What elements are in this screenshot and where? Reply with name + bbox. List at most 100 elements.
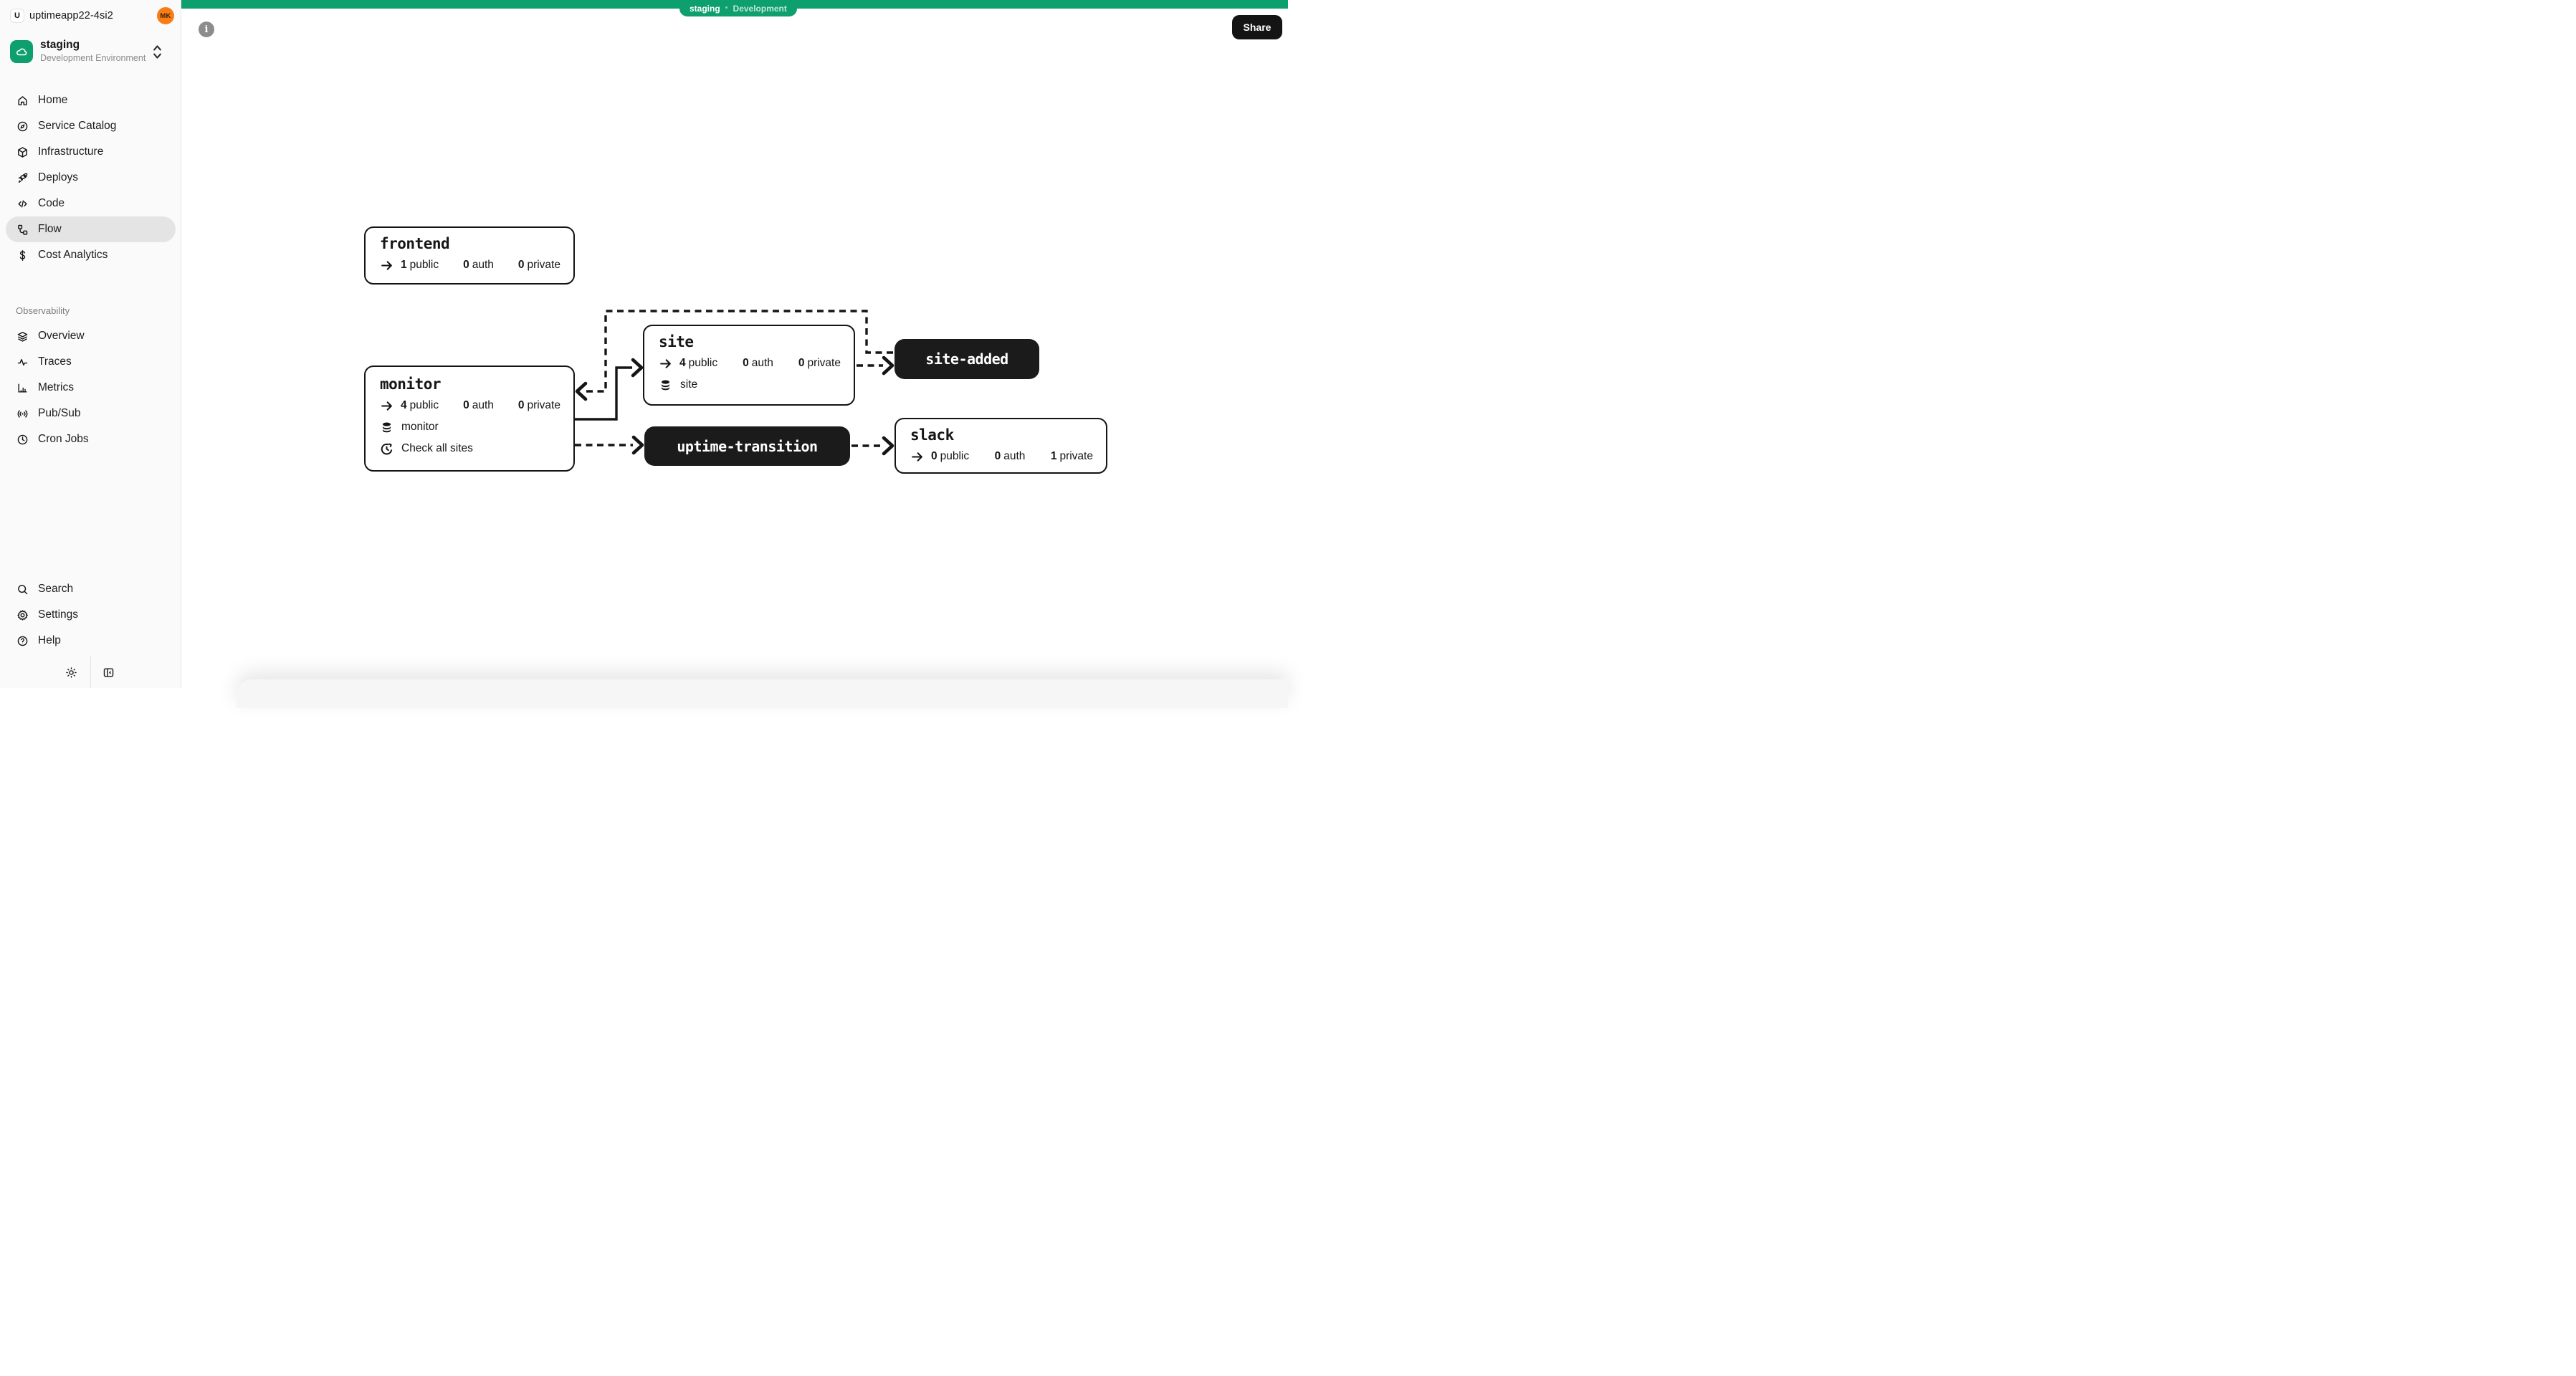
sidebar-item-label: Infrastructure [38, 145, 104, 158]
cron-clock-icon [380, 442, 393, 456]
sidebar-item-overview[interactable]: Overview [6, 323, 176, 349]
pubsub-icon [16, 407, 29, 420]
arrow-right-icon [910, 450, 924, 464]
database-row: monitor [380, 419, 562, 436]
project-name: uptimeapp22-4si2 [29, 10, 113, 22]
arrow-right-icon [380, 399, 393, 413]
project-logo[interactable]: U [10, 9, 24, 23]
sidebar-item-label: Cron Jobs [38, 433, 89, 445]
sidebar-item-pubsub[interactable]: Pub/Sub [6, 401, 176, 426]
node-title: monitor [380, 376, 442, 393]
node-title: site-added [925, 350, 1008, 368]
cron-row: Check all sites [380, 440, 562, 457]
sidebar-item-flow[interactable]: Flow [6, 216, 176, 242]
environment-logo [10, 40, 33, 63]
sidebar-bottom-toolbar [0, 656, 181, 688]
arrow-right-icon [659, 357, 672, 371]
node-title: frontend [380, 235, 450, 252]
bottom-sheet-edge[interactable] [237, 679, 1288, 708]
chevron-updown-icon [152, 44, 163, 59]
deploys-icon [16, 171, 29, 184]
environment-type: Development Environment [40, 53, 146, 63]
sidebar-item-label: Deploys [38, 171, 78, 183]
sidebar-item-label: Help [38, 634, 61, 646]
observability-label: Observability [16, 305, 70, 316]
cron-jobs-icon [16, 433, 29, 446]
sidebar-item-settings[interactable]: Settings [6, 602, 176, 628]
sidebar-item-label: Cost Analytics [38, 249, 108, 261]
code-icon [16, 197, 29, 210]
node-title: slack [910, 426, 954, 444]
avatar[interactable]: MK [157, 7, 174, 24]
sidebar-item-traces[interactable]: Traces [6, 349, 176, 375]
sidebar-item-home[interactable]: Home [6, 87, 176, 113]
sidebar-item-label: Traces [38, 355, 72, 368]
flow-icon [16, 223, 29, 236]
info-button[interactable]: i [199, 22, 214, 37]
flow-node-site-added[interactable]: site-added [895, 339, 1039, 379]
sidebar-item-cron-jobs[interactable]: Cron Jobs [6, 426, 176, 452]
environment-selector[interactable]: staging Development Environment [6, 39, 176, 70]
cron-task-name: Check all sites [401, 442, 473, 454]
sidebar-item-deploys[interactable]: Deploys [6, 165, 176, 191]
settings-icon [16, 608, 29, 621]
toolbar-divider [90, 656, 91, 688]
sidebar-item-label: Pub/Sub [38, 407, 81, 419]
service-catalog-icon [16, 120, 29, 133]
metrics-icon [16, 381, 29, 394]
sidebar-item-label: Settings [38, 608, 79, 621]
sidebar: U uptimeapp22-4si2 MK staging Developmen… [0, 0, 181, 688]
sidebar-item-service-catalog[interactable]: Service Catalog [6, 113, 176, 139]
database-name: site [680, 378, 698, 391]
sidebar-item-cost-analytics[interactable]: Cost Analytics [6, 242, 176, 268]
sidebar-item-search[interactable]: Search [6, 576, 176, 602]
help-icon [16, 634, 29, 647]
collapse-panel-icon [103, 667, 113, 677]
environment-name: staging [40, 39, 80, 51]
share-button[interactable]: Share [1232, 15, 1282, 39]
sidebar-item-label: Overview [38, 330, 85, 342]
node-title: uptime-transition [677, 437, 818, 455]
badge-env-name: staging [690, 3, 720, 14]
database-name: monitor [401, 421, 439, 433]
sidebar-item-label: Service Catalog [38, 120, 117, 132]
theme-toggle-button[interactable] [61, 662, 81, 682]
sidebar-item-metrics[interactable]: Metrics [6, 375, 176, 401]
sidebar-footer-nav: Search Settings Help [6, 576, 176, 654]
flow-node-uptime-transition[interactable]: uptime-transition [644, 426, 850, 466]
project-header: U uptimeapp22-4si2 MK [0, 0, 181, 32]
cost-analytics-icon [16, 249, 29, 262]
badge-env-type: Development [733, 3, 787, 14]
observability-section: Observability Overview Traces Metrics Pu… [6, 305, 176, 452]
sidebar-item-help[interactable]: Help [6, 628, 176, 654]
environment-badge: staging • Development [679, 0, 797, 16]
overview-icon [16, 330, 29, 343]
database-icon [380, 421, 393, 434]
sidebar-item-label: Home [38, 94, 68, 106]
arrow-right-icon [380, 259, 393, 272]
sidebar-item-code[interactable]: Code [6, 191, 176, 216]
node-title: site [659, 333, 694, 350]
cloud-icon [16, 48, 27, 55]
info-icon: i [204, 24, 209, 35]
sidebar-item-infrastructure[interactable]: Infrastructure [6, 139, 176, 165]
collapse-sidebar-button[interactable] [98, 662, 118, 682]
home-icon [16, 94, 29, 107]
